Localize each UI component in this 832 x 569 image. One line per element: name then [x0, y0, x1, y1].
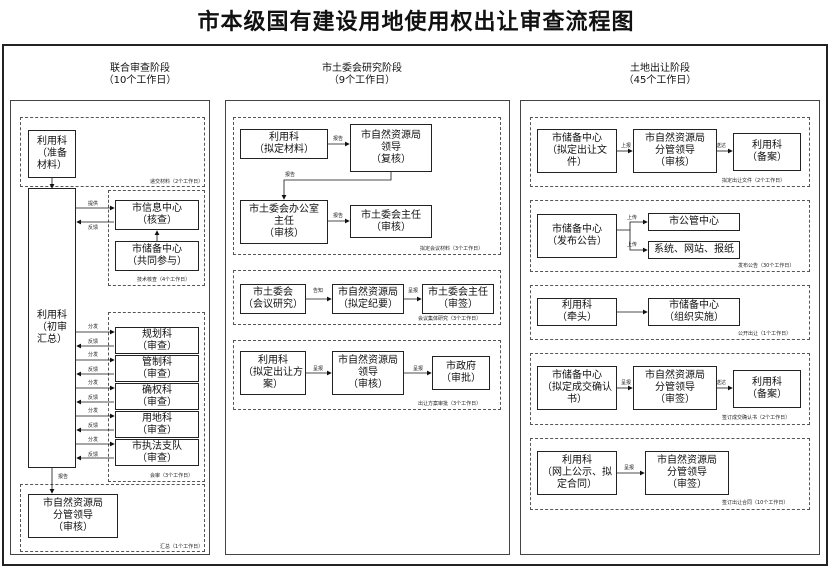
label-feedback: 反馈: [88, 225, 99, 231]
box-control: 管制科 （审查）: [115, 355, 199, 382]
label-upload: 上传: [627, 242, 638, 248]
diagram-frame: [2, 44, 828, 566]
note-public-transfer: 公开出让（1个工作日）: [738, 331, 792, 337]
box-info-center: 市信息中心 （核查）: [115, 200, 199, 230]
box-draft-transfer-docs: 市储备中心 （拟定出让文 件）: [537, 129, 617, 173]
note-submit-materials: 递交材料（2个工作日）: [150, 179, 204, 185]
label-submit-up: 呈报: [413, 366, 424, 372]
page-title: 市本级国有建设用地使用权出让审查流程图: [197, 9, 635, 35]
box-organize: 市储备中心 （组织实施）: [648, 298, 740, 326]
note-tech-check: 技术核查（4个工作日）: [137, 277, 191, 283]
group-collective-study: [233, 270, 501, 325]
note-collective-study: 会议集体研究（3个工作日）: [418, 316, 482, 322]
label-report: 报告: [285, 172, 296, 178]
panel-joint-review: [10, 100, 210, 555]
box-reserve-center: 市储备中心 （共同参与）: [115, 241, 199, 271]
group-prep-materials: [20, 117, 205, 187]
box-draft-materials: 利用科 （拟定材料）: [240, 129, 328, 159]
note-contract: 签订出让合同（10个工作日）: [722, 500, 789, 506]
box-publish-announcement: 市储备中心 （发布公告）: [537, 214, 617, 258]
note-confirmation: 签订成交确认书（2个工作日）: [722, 415, 791, 421]
label-report-up: 上报: [621, 143, 632, 149]
label-report: 报告: [333, 213, 344, 219]
box-draft-plan: 利用科 （拟定出让方 案）: [240, 351, 306, 395]
label-feedback: 反馈: [88, 339, 99, 345]
group-plan-approval: [233, 340, 501, 410]
box-office-director: 市土委会办公室 主任 （审核）: [240, 200, 328, 244]
label-distribute: 分发: [88, 408, 99, 414]
phase-title-committee: 市土委会研究阶段 （9个工作日）: [322, 63, 402, 86]
box-rights: 确权科 （审查）: [115, 383, 199, 410]
label-distribute: 分发: [88, 352, 99, 358]
label-feedback: 反馈: [88, 452, 99, 458]
label-upload: 上传: [627, 215, 638, 221]
box-filing-docs: 利用科 （备案）: [733, 133, 801, 171]
note-announcement: 发布公告（30个工作日）: [738, 263, 795, 269]
group-transfer-docs: [530, 117, 810, 187]
box-landuse: 用地科 （审查）: [115, 411, 199, 438]
box-initial-review: 利用科 （初审 汇总）: [28, 188, 76, 468]
label-deliver: 送达: [716, 380, 727, 386]
box-bureau-recheck: 市自然资源局 领导 （复核）: [350, 124, 432, 172]
group-summary: [20, 484, 205, 552]
box-committee-meeting: 市土委会 （会议研究）: [240, 284, 306, 314]
box-publicize-contract: 利用科 （网上公示、拟 定合同）: [537, 451, 617, 495]
note-meeting-materials: 拟定会议材料（3个工作日）: [420, 246, 484, 252]
label-distribute: 分发: [88, 437, 99, 443]
group-announcement: [530, 200, 810, 272]
box-law-enforcement: 市执法支队 （审查）: [115, 439, 199, 466]
box-bureau-review: 市自然资源局 领导 （审核）: [332, 351, 404, 395]
label-submit-up: 呈报: [624, 465, 635, 471]
label-submit-up: 呈报: [313, 366, 324, 372]
label-distribute: 分发: [88, 324, 99, 330]
label-submit: 提供: [88, 201, 99, 207]
box-leader-review: 市自然资源局 分管领导 （审核）: [28, 494, 118, 538]
box-draft-minutes: 市自然资源局 （拟定纪要）: [332, 284, 404, 314]
label-submit-up: 呈报: [621, 380, 632, 386]
label-feedback: 反馈: [88, 367, 99, 373]
box-system-web-newspaper: 系统、网站、报纸: [648, 241, 740, 259]
group-contract: [530, 438, 810, 510]
box-committee-director: 市土委会主任 （审核）: [350, 205, 432, 238]
label-submit-up: 呈报: [408, 288, 419, 294]
group-joint-review: [108, 312, 205, 482]
label-report: 报告: [58, 474, 69, 480]
group-public-transfer: [530, 285, 810, 340]
box-draft-confirmation: 市储备中心 （拟定成交确认 书）: [537, 366, 617, 410]
panel-committee: [225, 100, 510, 555]
label-feedback: 反馈: [88, 423, 99, 429]
box-filing-confirmation: 利用科 （备案）: [733, 370, 801, 408]
note-summary: 汇总（1个工作日）: [160, 544, 204, 550]
box-public-resource-center: 市公管中心: [648, 213, 740, 231]
box-leader-sign-confirmation: 市自然资源局 分管领导 （审签）: [633, 366, 717, 410]
label-distribute: 分发: [88, 380, 99, 386]
box-director-sign: 市土委会主任 （审签）: [422, 284, 494, 314]
note-transfer-docs: 拟定出让文件（2个工作日）: [722, 178, 786, 184]
box-prep-materials: 利用科 （准备 材料）: [28, 130, 76, 178]
label-inform: 告知: [313, 288, 324, 294]
group-tech-check: [108, 190, 205, 286]
phase-title-land-transfer: 土地出让阶段 （45个工作日）: [623, 63, 697, 86]
box-leader-sign-contract: 市自然资源局 分管领导 （审签）: [645, 451, 729, 495]
box-planning: 规划科 （审查）: [115, 327, 199, 354]
label-feedback: 反馈: [88, 395, 99, 401]
box-city-government: 市政府 （审批）: [432, 356, 490, 390]
label-report: 报告: [333, 136, 344, 142]
note-plan-approval: 出让方案审批（3个工作日）: [418, 401, 482, 407]
note-joint-review: 会审（3个工作日）: [150, 473, 194, 479]
group-confirmation: [530, 353, 810, 425]
panel-land-transfer: [520, 100, 820, 555]
box-leader-review-docs: 市自然资源局 分管领导 （审核）: [633, 129, 717, 173]
label-deliver: 送达: [716, 143, 727, 149]
box-lead: 利用科 （牵头）: [537, 298, 617, 326]
phase-title-joint-review: 联合审查阶段 （10个工作日）: [103, 63, 177, 86]
group-meeting-materials: [233, 117, 501, 255]
